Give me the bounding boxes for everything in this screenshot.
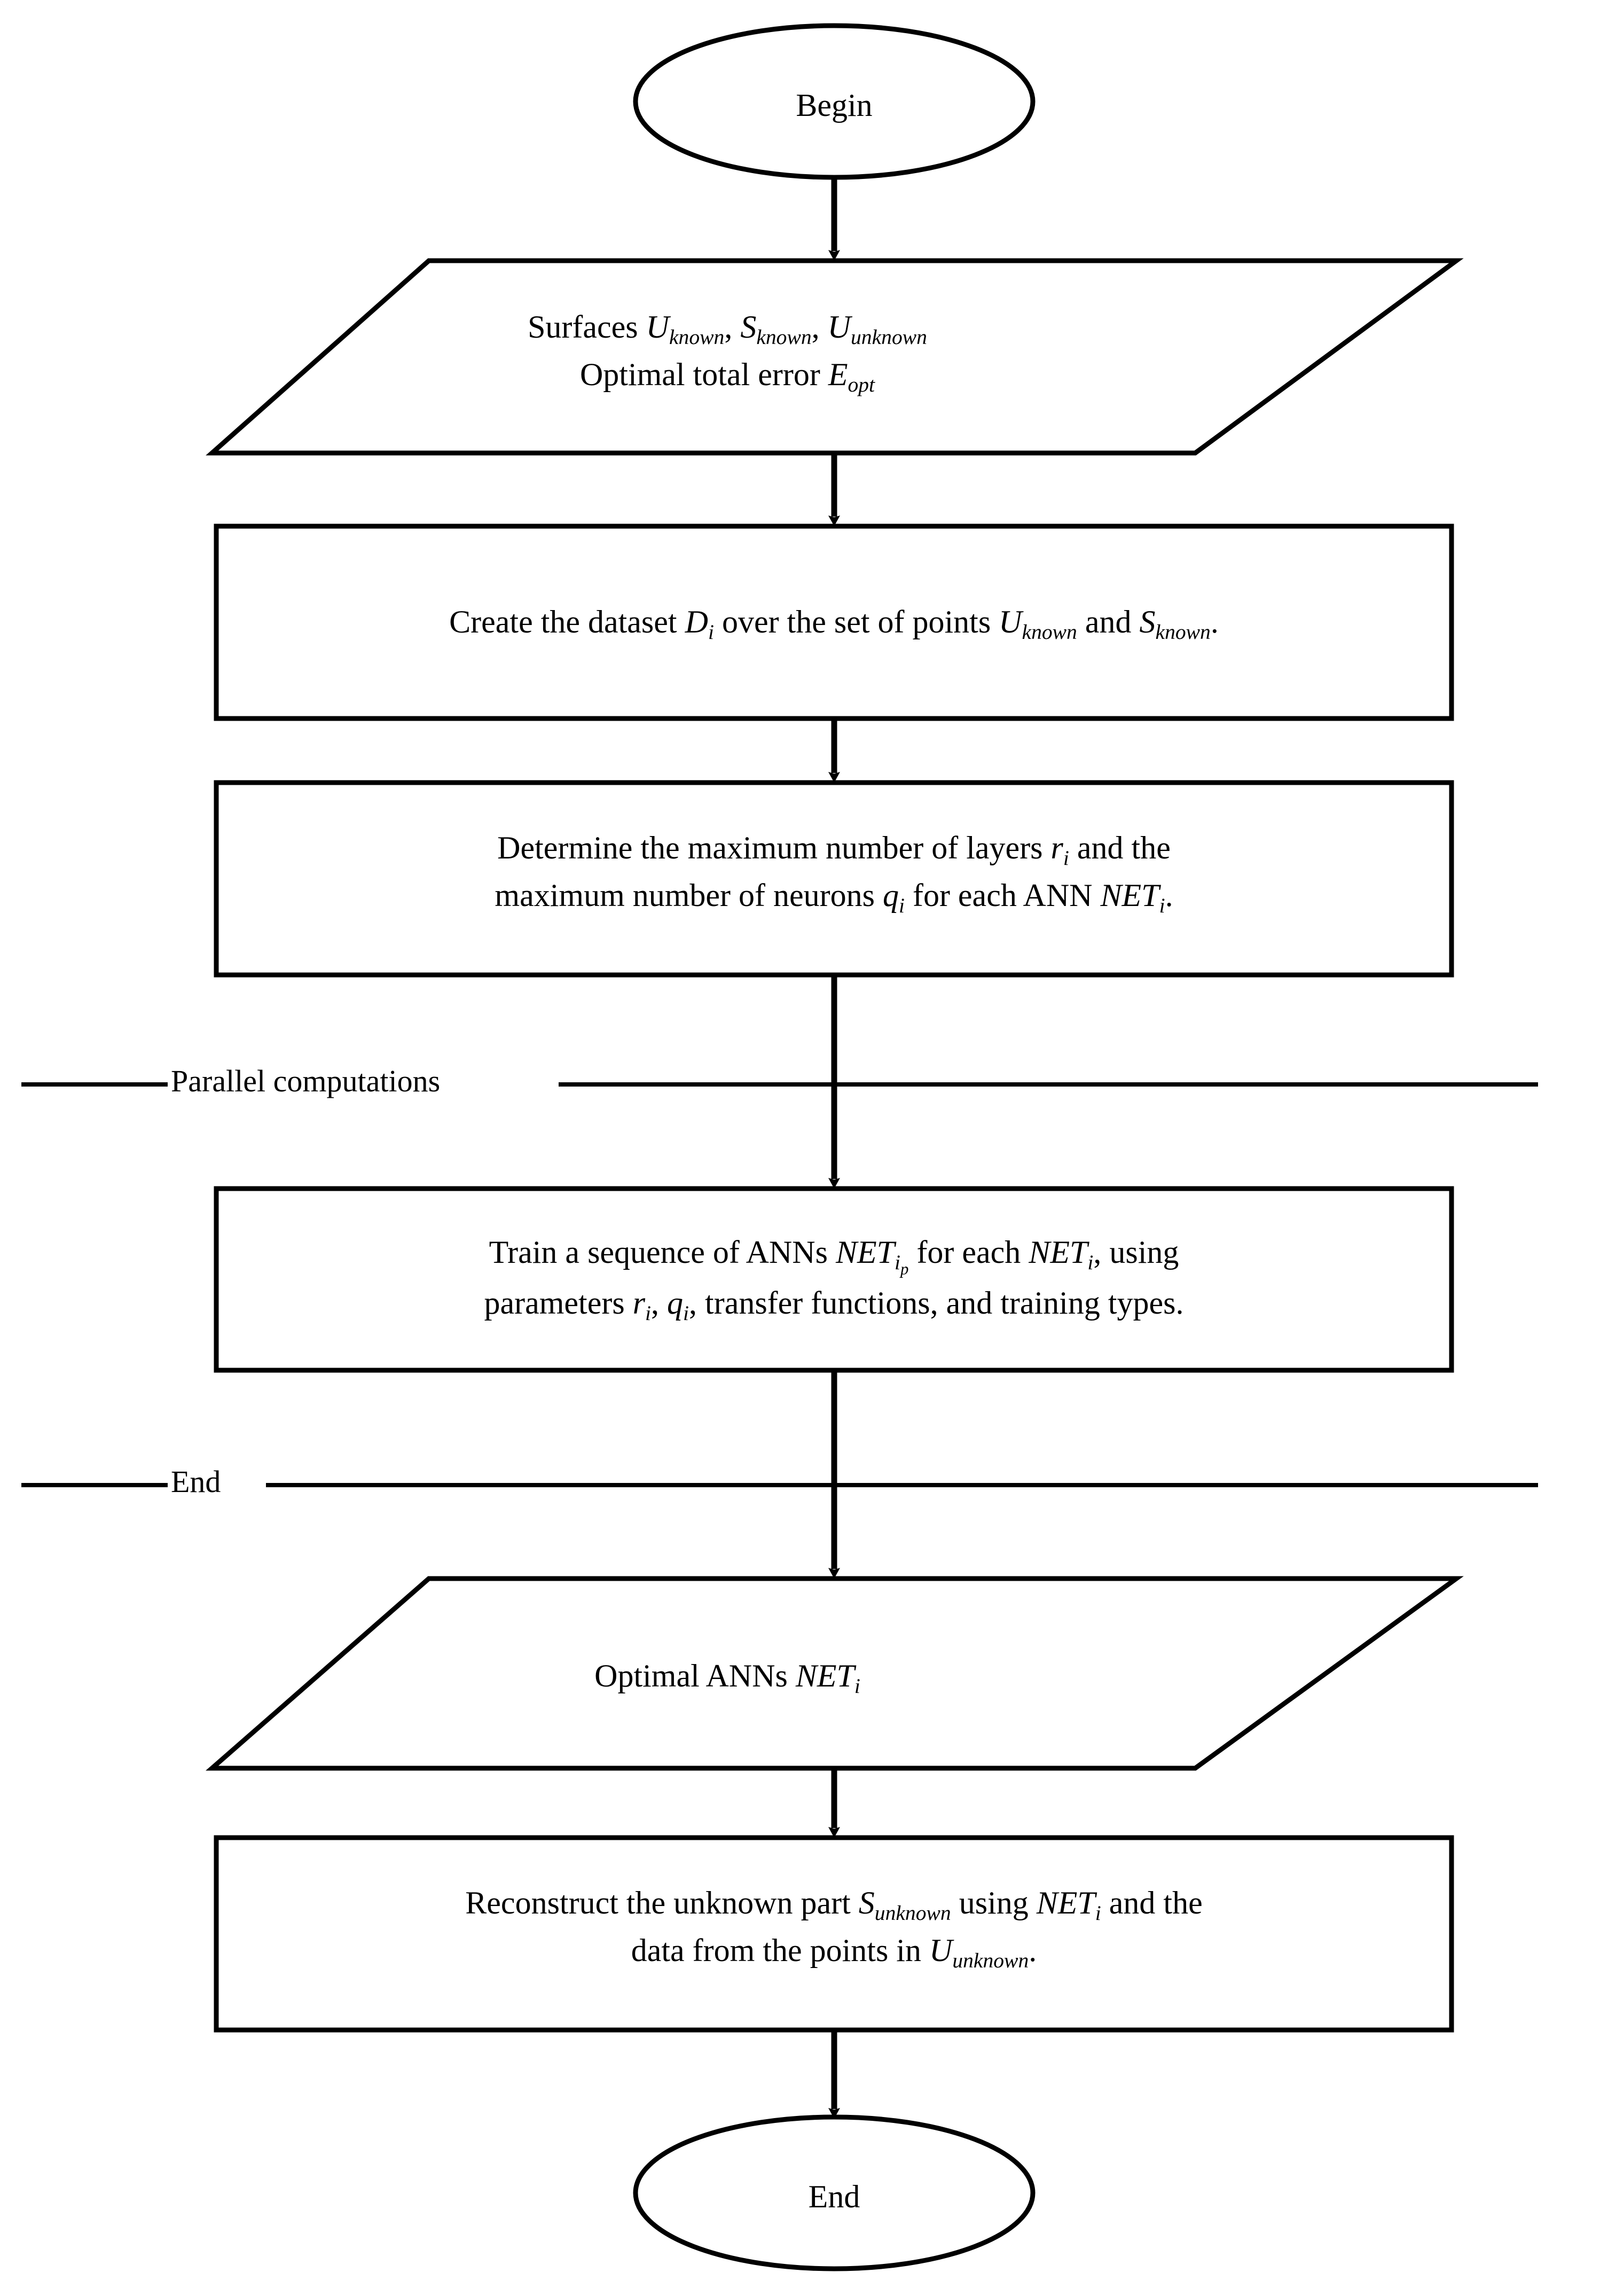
parallel-computations-lane-label: Parallel computations bbox=[168, 1064, 444, 1098]
end-lane-label: End bbox=[168, 1466, 224, 1497]
end-terminator-shape bbox=[633, 2114, 1036, 2271]
reconstruct-process-shape bbox=[214, 1835, 1454, 2033]
determine-limits-process-shape bbox=[214, 780, 1454, 978]
create-dataset-process-shape bbox=[214, 524, 1454, 721]
end-lane-label-text: End bbox=[171, 1464, 221, 1499]
input-surfaces-parallelogram-shape bbox=[206, 258, 1464, 456]
optimal-anns-parallelogram-shape bbox=[206, 1576, 1464, 1771]
begin-terminator-shape bbox=[633, 23, 1036, 180]
parallel-lane-label-text: Parallel computations bbox=[171, 1064, 441, 1098]
train-anns-process-shape bbox=[214, 1186, 1454, 1373]
